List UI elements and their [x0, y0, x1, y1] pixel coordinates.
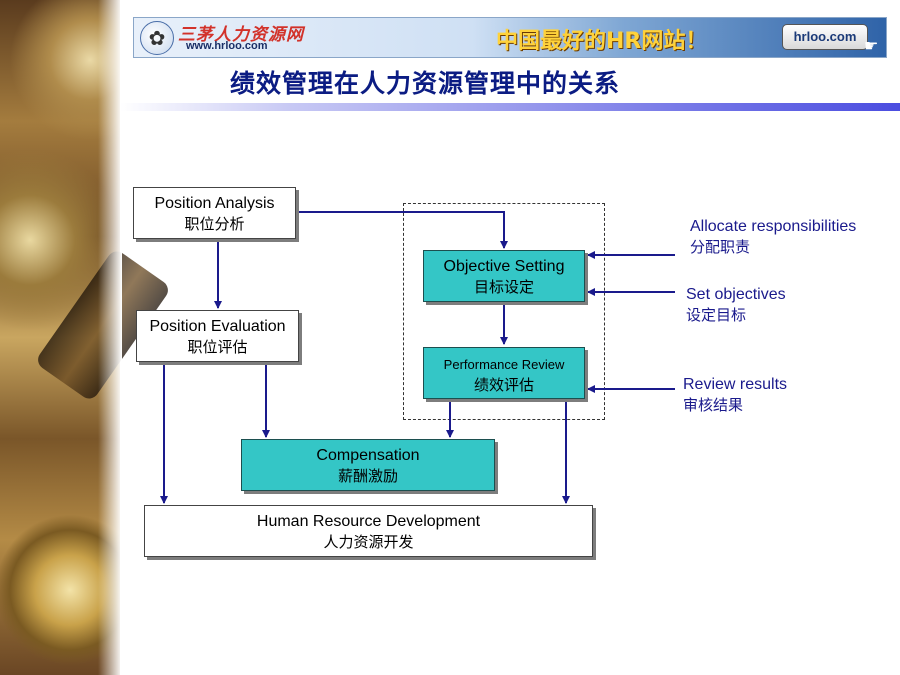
annotation-allocate-zh: 分配职责	[690, 238, 751, 256]
decorative-photo-strip	[0, 0, 172, 675]
annotation-allocate: Allocate responsibilities 分配职责	[690, 217, 856, 257]
annotation-set-objectives-en: Set objectives	[686, 286, 786, 303]
node-performance-review-zh: 绩效评估	[473, 376, 534, 394]
node-position-evaluation-en: Position Evaluation	[149, 318, 286, 335]
annotation-set-objectives-zh: 设定目标	[686, 306, 747, 324]
arrow-analysis-to-objective	[297, 211, 508, 249]
hrloo-link-button[interactable]: hrloo.com	[782, 24, 868, 50]
node-objective-setting: Objective Setting 目标设定	[423, 250, 585, 302]
node-performance-review: Performance Review 绩效评估	[423, 347, 585, 399]
node-compensation-en: Compensation	[316, 447, 420, 464]
node-position-evaluation: Position Evaluation 职位评估	[136, 310, 299, 362]
annotation-review-results-en: Review results	[683, 376, 788, 393]
site-slogan: 中国最好的HR网站！	[496, 29, 708, 54]
annotation-allocate-en: Allocate responsibilities	[690, 218, 857, 235]
annotation-set-objectives: Set objectives 设定目标	[686, 285, 786, 325]
node-position-analysis-zh: 职位分析	[184, 215, 245, 233]
site-name: 三茅人力资源网	[178, 25, 304, 45]
node-performance-review-en: Performance Review	[443, 357, 565, 372]
node-compensation-zh: 薪酬激励	[337, 467, 398, 485]
annotation-review-results: Review results 审核结果	[683, 375, 787, 415]
node-position-analysis: Position Analysis 职位分析	[133, 187, 296, 239]
site-banner[interactable]: ✿ 三茅人力资源网 www.hrloo.com 中国最好的HR网站！ hrloo…	[133, 17, 887, 58]
node-objective-setting-en: Objective Setting	[443, 258, 565, 275]
slide-title: 绩效管理在人力资源管理中的关系	[230, 69, 621, 98]
node-compensation: Compensation 薪酬激励	[241, 439, 495, 491]
node-hr-development: Human Resource Development 人力资源开发	[144, 505, 593, 557]
node-position-evaluation-zh: 职位评估	[187, 338, 248, 356]
pointer-cursor-icon: ☛	[864, 36, 879, 55]
annotation-review-results-zh: 审核结果	[683, 396, 744, 414]
title-divider	[120, 103, 900, 111]
node-position-analysis-en: Position Analysis	[154, 195, 275, 212]
bird-logo-icon: ✿	[140, 21, 174, 55]
node-hr-development-zh: 人力资源开发	[323, 533, 414, 551]
performance-management-group	[403, 203, 605, 420]
node-objective-setting-zh: 目标设定	[473, 278, 534, 296]
site-url: www.hrloo.com	[186, 40, 268, 52]
node-hr-development-en: Human Resource Development	[256, 513, 481, 530]
